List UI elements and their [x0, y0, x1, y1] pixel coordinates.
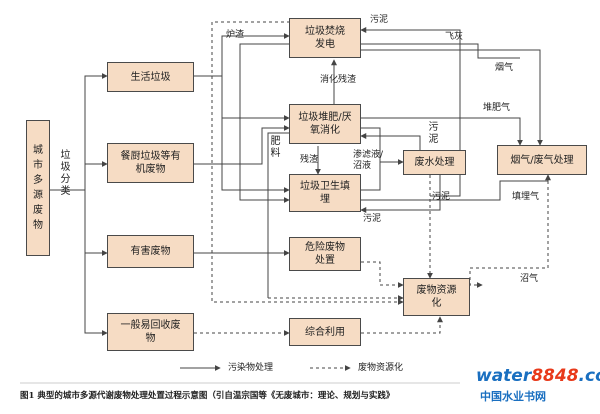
edge-source-household: [50, 73, 108, 191]
hazardous-box: 有害废物: [107, 235, 194, 268]
watermark-suffix: .com: [578, 366, 600, 386]
edge-source-hazardous: [84, 190, 108, 256]
wastewater-label: 废水处理: [414, 157, 455, 168]
legend-pollution-label: 污染物处理: [228, 363, 274, 373]
general-label: 一般易回收废物: [120, 320, 181, 344]
flue-gas-label: 烟气: [495, 63, 514, 73]
watermark-number: 8848: [531, 366, 579, 386]
edge-fertilizer: [267, 132, 289, 298]
edge-leachate-1: [361, 127, 404, 165]
edge-compost-gas: [361, 117, 523, 146]
watermark-sub: 中国水业书网: [480, 390, 546, 403]
hazardous-label: 有害废物: [130, 246, 171, 257]
landfill-label: 垃圾卫生填埋: [300, 181, 350, 205]
edge-household-incineration: [194, 33, 290, 77]
sorting-label: 垃圾分类: [60, 150, 71, 197]
edge-fly-ash: [361, 43, 520, 59]
residue-label: 残渣: [300, 155, 319, 165]
household-label: 生活垃圾: [130, 71, 171, 83]
incineration-box: 垃圾焚烧发电: [289, 18, 361, 58]
comprehensive-label: 综合利用: [305, 326, 345, 338]
edge-sludge-mid: [360, 133, 421, 150]
dangerous-label: 危险废物处置: [305, 242, 345, 266]
landfill-box: 垃圾卫生填埋: [289, 174, 361, 212]
legend-resource-label: 废物资源化: [358, 363, 404, 373]
edge-resource-comprehensive: [361, 316, 443, 334]
edge-sludge-bottom: [360, 175, 441, 213]
fly-ash-label: 飞灰: [445, 32, 464, 42]
edge-source-general: [84, 253, 108, 336]
resource-label: 废物资源化: [416, 285, 457, 309]
edge-slag: [239, 43, 290, 203]
edge-flue-gas: [361, 49, 543, 146]
kitchen-box: 餐厨垃圾等有机废物: [107, 143, 194, 183]
kitchen-label: 餐厨垃圾等有机废物: [120, 151, 181, 175]
edge-household-landfill: [221, 118, 290, 193]
figure-caption: 图1 典型的城市多源代谢废物处理处置过程示意图（引自温宗国等《无废城市：理论、规…: [20, 391, 395, 401]
landfill-gas-label: 填埋气: [512, 192, 540, 202]
watermark-logo: water8848.com: [476, 366, 600, 386]
fluegas-box: 烟气/废气处理: [497, 145, 587, 175]
digest-residue-label: 消化残渣: [320, 75, 357, 85]
fluegas-label: 烟气/废气处理: [510, 154, 574, 166]
edge-landfill-gas: [361, 174, 551, 201]
sludge-bottom-label: 污泥: [363, 214, 382, 224]
edge-resource-dangerous: [361, 261, 404, 288]
source-box: 城市多源废物: [26, 120, 50, 256]
edge-resource-biogas: [469, 175, 549, 288]
source-label: 城市多源废物: [33, 145, 43, 231]
watermark-prefix: water: [476, 366, 532, 386]
sludge-right-label: 污泥: [432, 192, 451, 202]
compost-gas-label: 堆肥气: [483, 103, 511, 113]
household-box: 生活垃圾: [107, 62, 194, 92]
comprehensive-box: 综合利用: [289, 318, 361, 346]
sludge-mid-label: 污泥: [428, 122, 439, 145]
edge-sludge-top: [360, 27, 461, 197]
composting-label: 垃圾堆肥/厌氧消化: [298, 112, 352, 136]
wastewater-box: 废水处理: [403, 150, 466, 175]
resource-box: 废物资源化: [403, 278, 470, 316]
edge-household-composting: [221, 76, 290, 121]
composting-box: 垃圾堆肥/厌氧消化: [289, 104, 361, 144]
sludge-top-label: 污泥: [370, 15, 389, 25]
biogas-label: 沼气: [520, 274, 539, 284]
slag-label: 炉渣: [226, 30, 245, 40]
edge-leachate-2: [361, 162, 381, 191]
general-box: 一般易回收废物: [107, 313, 194, 351]
fertilizer-label: 肥料: [270, 136, 281, 159]
incineration-label: 垃圾焚烧发电: [305, 26, 345, 50]
edge-resource-incineration: [211, 21, 404, 305]
dangerous-box: 危险废物处置: [289, 237, 361, 271]
leachate-label: 渗滤液/沼液: [353, 150, 384, 171]
edge-kitchen-composting: [194, 125, 290, 165]
